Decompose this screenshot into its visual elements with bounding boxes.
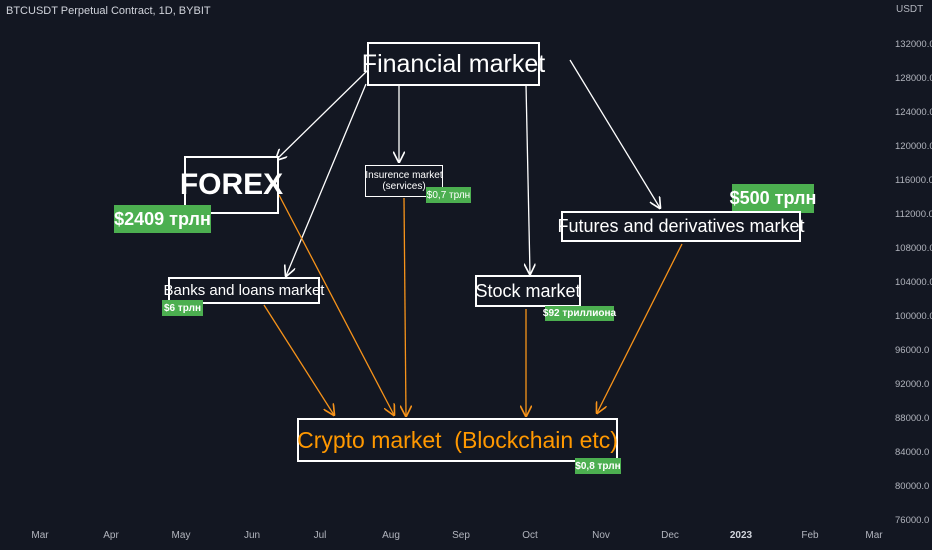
arrow-forex-to-crypto (278, 194, 394, 415)
price-label: 104000.0 (895, 277, 932, 288)
price-label: 124000.0 (895, 107, 932, 118)
crypto-label: Crypto market (Blockchain etc) (297, 426, 618, 453)
time-label: 2023 (729, 530, 753, 541)
futures-value-badge: $500 трлн (730, 184, 816, 213)
price-label: 128000.0 (895, 73, 932, 84)
time-label: Mar (865, 530, 883, 541)
time-label: Aug (382, 530, 400, 541)
insurance-label-line2: (services) (382, 181, 426, 192)
price-label: 100000.0 (895, 311, 932, 322)
price-label: 108000.0 (895, 243, 932, 254)
time-label: Jun (243, 530, 261, 541)
arrow-banks-to-crypto (263, 304, 334, 415)
time-label: Oct (522, 530, 538, 541)
price-label: 96000.0 (895, 345, 930, 356)
time-label: May (171, 530, 191, 541)
symbol-title: BTCUSDT Perpetual Contract, 1D, BYBIT (6, 5, 211, 17)
time-label: Mar (31, 530, 49, 541)
time-label: Nov (592, 530, 610, 541)
futures-label: Futures and derivatives market (557, 216, 805, 236)
financial-market-box[interactable]: Financial market (362, 42, 545, 86)
banks-value-badge: $6 трлн (162, 300, 203, 316)
insurance-label-line1: Insurence market (365, 170, 443, 181)
forex-value-badge: $2409 трлн (114, 205, 211, 233)
financial-market-label: Financial market (361, 49, 546, 78)
insurance-market-box[interactable]: Insurence market (services) (365, 165, 443, 197)
stock-market-box[interactable]: Stock market (475, 275, 581, 307)
futures-market-box[interactable]: Futures and derivatives market (557, 211, 805, 242)
price-label: 92000.0 (895, 379, 930, 390)
arrow-to-banks (286, 83, 367, 276)
time-label: Jul (313, 530, 327, 541)
price-label: 80000.0 (895, 481, 930, 492)
insurance-value-badge: $0,7 трлн (426, 187, 471, 203)
price-label: 132000.0 (895, 39, 932, 50)
forex-label: FOREX (179, 168, 284, 201)
arrow-insurance-to-crypto (404, 197, 406, 416)
time-label: Sep (452, 530, 470, 541)
price-label: 76000.0 (895, 515, 930, 526)
stock-value-badge: $92 триллиона (542, 306, 617, 321)
price-label: 88000.0 (895, 413, 930, 424)
banks-label: Banks and loans market (163, 282, 325, 299)
price-label: 112000.0 (895, 209, 932, 220)
stock-label: Stock market (475, 280, 581, 301)
forex-box[interactable]: FOREX (180, 156, 283, 214)
crypto-value-badge: $0,8 трлн (575, 458, 621, 474)
time-label: Dec (661, 530, 679, 541)
arrow-to-stock (526, 83, 530, 274)
arrow-to-futures (569, 59, 660, 208)
price-label: 116000.0 (895, 175, 932, 186)
price-label: 84000.0 (895, 447, 930, 458)
time-label: Apr (103, 530, 119, 541)
crypto-market-box[interactable]: Crypto market (Blockchain etc) (297, 418, 618, 462)
banks-market-box[interactable]: Banks and loans market (164, 277, 324, 304)
price-label: 120000.0 (895, 141, 932, 152)
price-unit: USDT (896, 4, 924, 15)
arrow-to-forex (276, 69, 369, 160)
arrow-futures-to-crypto (597, 243, 683, 413)
time-label: Feb (801, 530, 819, 541)
